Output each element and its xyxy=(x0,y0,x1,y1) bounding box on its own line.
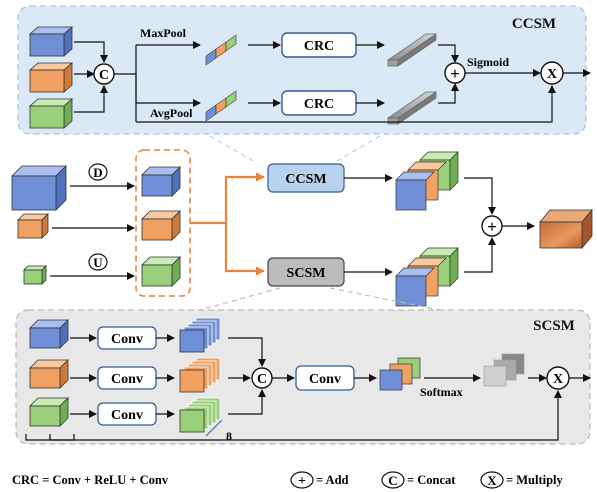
legend-crc-definition: CRC = Conv + ReLU + Conv xyxy=(12,473,169,487)
scsm-block: SCSM xyxy=(267,257,345,287)
ccsm-sigmoid-label: Sigmoid xyxy=(467,55,509,69)
ccsm-avgpool-label: AvgPool xyxy=(150,106,193,120)
ccsm-crc-bottom-label: CRC xyxy=(304,97,334,112)
scsm-output-stack xyxy=(395,247,459,307)
ccsm-maxpool-label: MaxPool xyxy=(140,26,187,40)
ccsm-weight-bar-top xyxy=(386,33,438,67)
scsm-conv-3-label: Conv xyxy=(111,408,143,423)
scsm-concat-node: C xyxy=(251,367,273,389)
scsm-attention-maps xyxy=(379,357,421,391)
ccsm-add-symbol: + xyxy=(450,64,460,83)
fusion-add-node: + xyxy=(481,215,503,237)
legend-concat-icon: C xyxy=(381,471,405,489)
aligned-cube-orange xyxy=(141,210,181,241)
scsm-softmax-label: Softmax xyxy=(420,385,463,399)
ccsm-block: CCSM xyxy=(267,163,345,193)
legend-multiply-icon: X xyxy=(480,471,504,489)
legend: CRC = Conv + ReLU + Conv + = Add C = Con… xyxy=(12,471,564,489)
scsm-input-green xyxy=(29,397,69,427)
scsm-conv-fuse: Conv xyxy=(295,365,355,391)
ccsm-crc-top-label: CRC xyxy=(304,39,334,54)
upsample-label: U xyxy=(93,255,103,270)
aligned-cube-green xyxy=(141,256,181,287)
scsm-panel: SCSM Conv Conv xyxy=(15,309,591,445)
ccsm-input-blue xyxy=(28,26,74,57)
ccsm-multiply-symbol: X xyxy=(547,67,557,82)
ccsm-panel: CCSM C MaxPool xyxy=(17,5,591,135)
scsm-group-features-green xyxy=(179,397,221,433)
scsm-input-blue xyxy=(29,319,69,349)
scsm-group-features-orange xyxy=(179,357,221,393)
ccsm-concat-node: C xyxy=(93,63,115,85)
scsm-conv-2-label: Conv xyxy=(111,372,143,387)
legend-add-text: = Add xyxy=(316,473,349,487)
ccsm-panel-title: CCSM xyxy=(512,16,556,32)
ccsm-add-node: + xyxy=(444,62,466,84)
ccsm-multiply-node: X xyxy=(540,61,564,85)
scsm-conv-3: Conv xyxy=(97,402,157,426)
ccsm-concat-symbol: C xyxy=(99,68,109,83)
input-cube-medium-orange xyxy=(17,213,49,239)
scsm-multiply-symbol: X xyxy=(553,372,563,387)
scsm-conv-1-label: Conv xyxy=(111,332,143,347)
fused-output-cube xyxy=(539,208,593,250)
legend-concat-text: = Concat xyxy=(407,473,456,487)
fusion-add-symbol: + xyxy=(487,217,497,236)
aligned-cube-blue xyxy=(141,166,181,197)
scsm-panel-title: SCSM xyxy=(533,318,575,334)
downsample-label: D xyxy=(93,165,102,180)
ccsm-avgpool-vector xyxy=(205,90,237,122)
legend-multiply-symbol: X xyxy=(487,473,497,488)
scsm-block-label: SCSM xyxy=(287,266,326,281)
ccsm-output-stack xyxy=(395,151,459,211)
ccsm-crc-top: CRC xyxy=(281,32,357,58)
scsm-conv-fuse-label: Conv xyxy=(309,372,341,387)
input-cube-large-blue xyxy=(11,165,67,211)
input-cube-small-green xyxy=(23,265,47,285)
ccsm-input-orange xyxy=(28,62,74,93)
scsm-conv-1: Conv xyxy=(97,326,157,350)
scsm-group-features-blue xyxy=(179,317,221,353)
legend-add-symbol: + xyxy=(298,474,306,489)
scsm-input-orange xyxy=(29,359,69,389)
ccsm-maxpool-vector xyxy=(205,34,237,66)
scsm-group-count: 8 xyxy=(226,429,232,443)
scsm-concat-symbol: C xyxy=(257,372,267,387)
legend-add-icon: + xyxy=(290,471,314,489)
legend-concat-symbol: C xyxy=(388,473,397,488)
downsample-symbol: D xyxy=(88,163,108,181)
legend-multiply-text: = Multiply xyxy=(506,473,564,487)
ccsm-crc-bottom: CRC xyxy=(281,90,357,116)
ccsm-input-green xyxy=(28,98,74,129)
middle-section: D U CCSM xyxy=(11,149,593,307)
scsm-weight-maps xyxy=(483,353,525,387)
scsm-conv-2: Conv xyxy=(97,366,157,390)
upsample-symbol: U xyxy=(88,253,108,271)
scsm-multiply-node: X xyxy=(546,366,570,390)
ccsm-block-label: CCSM xyxy=(285,172,326,187)
